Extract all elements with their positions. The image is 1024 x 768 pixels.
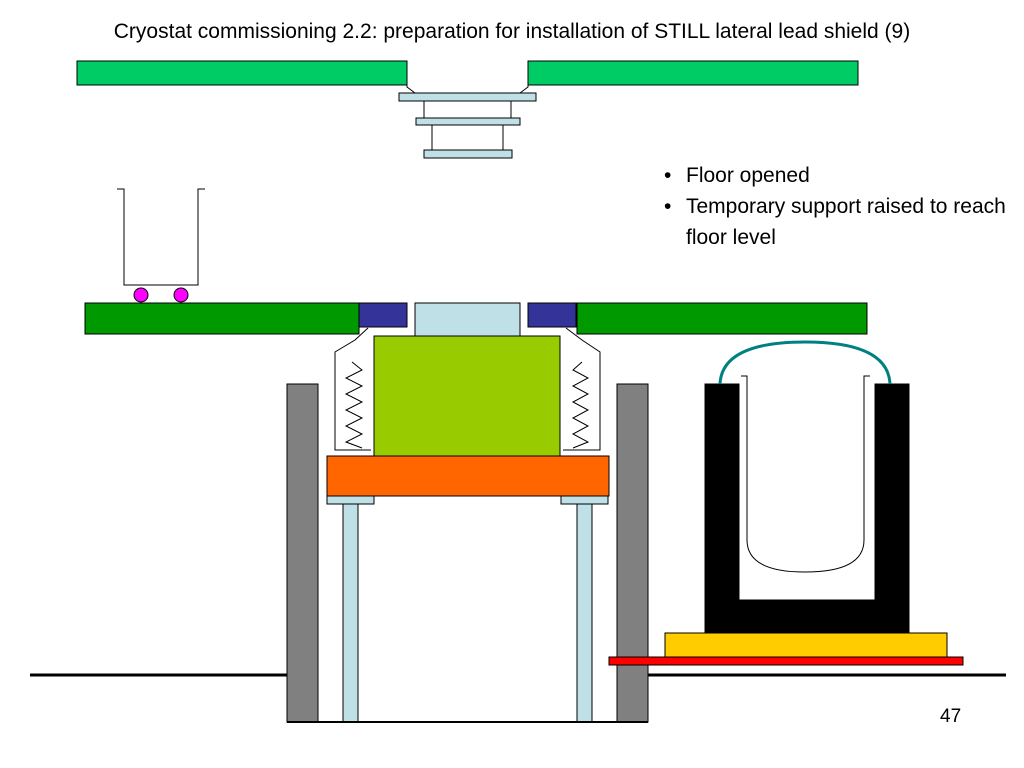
navy-block-right bbox=[527, 302, 577, 328]
platform-left bbox=[84, 302, 360, 335]
slide-title: Cryostat commissioning 2.2: preparation … bbox=[113, 20, 911, 43]
yellow-plate bbox=[664, 632, 948, 658]
bullet-list: Floor opened Temporary support raised to… bbox=[662, 160, 1006, 253]
still-vessel bbox=[741, 375, 870, 573]
cart-wheel-left bbox=[133, 287, 149, 303]
lead-shield bbox=[704, 383, 910, 634]
support-plate-top bbox=[398, 92, 537, 102]
gray-wall-left bbox=[286, 383, 319, 723]
support-plate-middle bbox=[415, 117, 521, 126]
upper-floor-right bbox=[527, 60, 859, 86]
bracket-right bbox=[563, 327, 601, 451]
column-cap-left bbox=[326, 495, 375, 505]
cart-body bbox=[117, 188, 205, 286]
bracket-left bbox=[334, 327, 371, 451]
column-right bbox=[576, 503, 593, 723]
spring-right bbox=[571, 361, 590, 449]
bullet-temporary-support: Temporary support raised to reach floor … bbox=[662, 191, 1006, 253]
red-base bbox=[608, 656, 964, 666]
upper-floor-left bbox=[76, 60, 408, 86]
column-cap-right bbox=[560, 495, 609, 505]
light-blue-block bbox=[414, 302, 521, 337]
floor-opening-edges bbox=[406, 61, 529, 94]
gray-wall-right bbox=[616, 383, 649, 723]
support-plate-bottom bbox=[423, 149, 513, 159]
cart-wheel-right bbox=[173, 287, 189, 303]
lifting-arc bbox=[718, 340, 892, 385]
orange-plate bbox=[326, 455, 610, 497]
navy-block-left bbox=[358, 302, 408, 328]
column-left bbox=[342, 503, 359, 723]
spring-left bbox=[344, 361, 364, 449]
page-number: 47 bbox=[940, 706, 962, 727]
lime-block bbox=[373, 335, 561, 457]
bullet-floor-opened: Floor opened bbox=[662, 160, 1006, 191]
platform-right bbox=[576, 302, 868, 335]
